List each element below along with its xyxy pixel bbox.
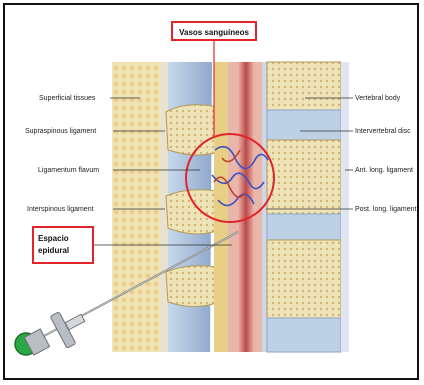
spinal-cord [238,62,254,352]
epidural-callout-line1: Espacio [38,234,69,243]
epidural-callout-box [33,227,93,263]
label-ant-long-ligament: Ant. long. ligament [355,167,413,174]
dura-mater-anterior [254,62,262,352]
label-interspinous-ligament: Interspinous ligament [27,206,94,213]
label-supraspinous-ligament: Supraspinous ligament [25,128,96,135]
label-superficial-tissues: Superficial tissues [39,95,96,102]
vessel-callout-text: Vasos sanguíneos [179,28,249,37]
intervertebral-disc-3 [267,318,341,352]
vertebral-body-3 [267,240,341,318]
label-ligamentum-flavum: Ligamentum flavum [38,167,99,174]
superficial-tissue-layer [112,62,164,352]
vertebral-body-1 [267,62,341,110]
epidural-callout-line2: epidural [38,246,69,255]
intervertebral-disc-1 [267,110,341,140]
ligamentum-flavum-strip [214,62,228,352]
vertebral-body-2 [267,140,341,214]
intervertebral-disc-2 [267,214,341,240]
label-vertebral-body: Vertebral body [355,95,401,102]
anterior-ligament-strip [341,62,349,352]
label-post-long-ligament: Post. long. ligament [355,206,417,213]
dura-mater [228,62,238,352]
label-intervertebral-disc: Intervertebral disc [355,128,411,135]
